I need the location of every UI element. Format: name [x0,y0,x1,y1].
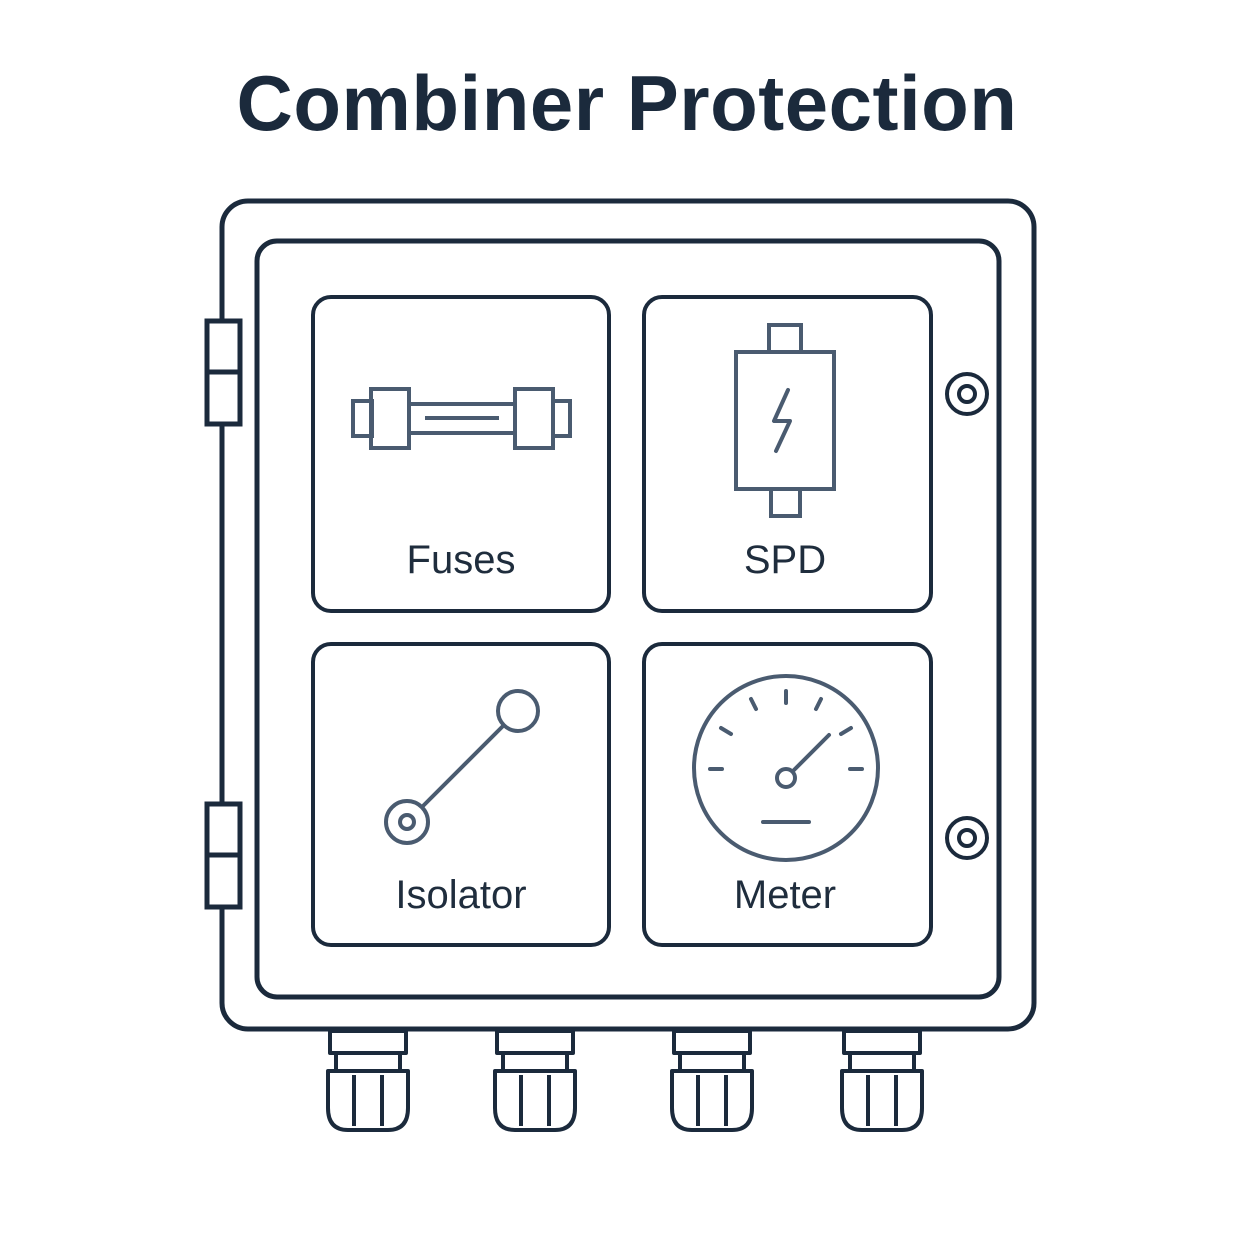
latch-top-icon [945,372,989,416]
cable-glands [326,1029,924,1132]
panel-fuses: Fuses [311,295,611,613]
cable-gland-icon [840,1029,924,1132]
enclosure-door-inner [254,238,1002,1000]
cable-gland-icon [326,1029,410,1132]
diagram-title: Combiner Protection [236,59,1018,147]
isolator-switch-icon [384,689,540,845]
panel-label-isolator: Isolator [395,873,526,917]
panel-meter: Meter [642,642,933,947]
gauge-meter-icon [692,674,880,862]
surge-protector-icon [734,323,836,518]
cable-gland-icon [493,1029,577,1132]
enclosure-outer-body [219,198,1037,1032]
panel-label-spd: SPD [744,538,826,582]
cable-gland-icon [670,1029,754,1132]
panel-label-meter: Meter [734,873,836,917]
latch-bottom-icon [945,816,989,860]
hinge-top [204,318,243,427]
fuse-icon [351,387,572,450]
enclosure [219,198,1037,1032]
panel-label-fuses: Fuses [407,538,516,582]
hinge-bottom [204,801,243,910]
panel-spd: SPD [642,295,933,613]
panel-isolator: Isolator [311,642,611,947]
